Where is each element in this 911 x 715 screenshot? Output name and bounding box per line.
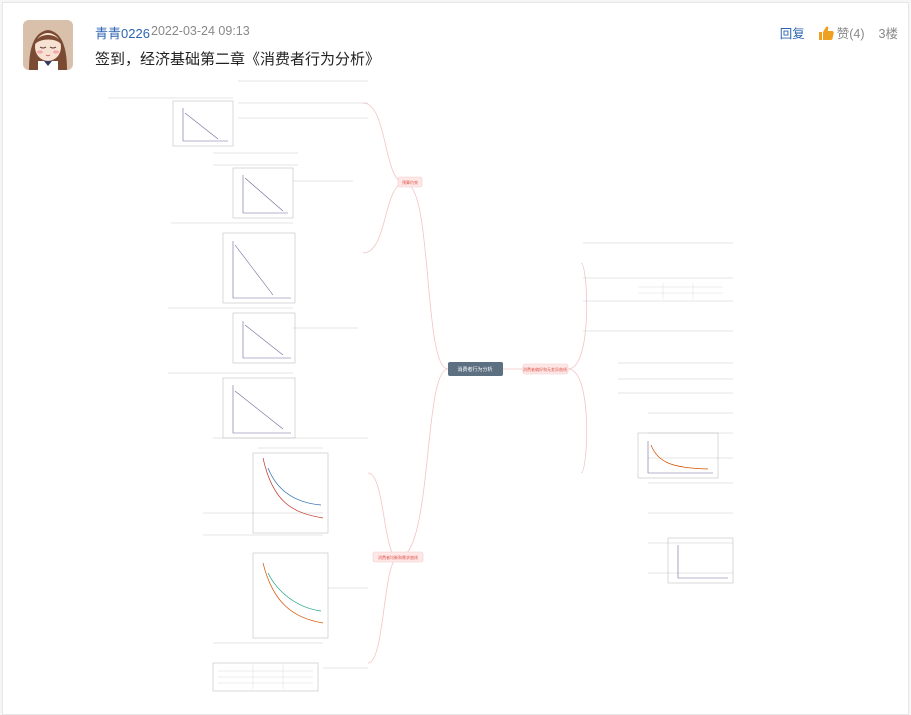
like-button[interactable]: 赞(4)	[818, 23, 865, 42]
reply-button[interactable]: 回复	[779, 27, 805, 41]
mind-map-branch-label: 消费者偏好和无差异曲线	[523, 366, 567, 372]
mind-map-root-label: 消费者行为分析	[457, 366, 492, 373]
mind-map-drawing: 消费者行为分析 消费者偏好和无差异曲线 预算约束 消费者均衡和需求曲线	[108, 80, 734, 692]
mind-map-branch-node	[522, 363, 569, 375]
post-content: 签到，经济基础第二章《消费者行为分析》	[95, 51, 381, 68]
post-timestamp: 2022-03-24 09:13	[151, 24, 250, 38]
username-link[interactable]: 青青0226	[95, 26, 150, 41]
like-count: 赞(4)	[836, 27, 865, 41]
user-avatar[interactable]	[23, 20, 73, 70]
mind-map-branch-node	[372, 551, 424, 563]
mind-map-image[interactable]: 消费者行为分析 消费者偏好和无差异曲线 预算约束 消费者均衡和需求曲线	[93, 73, 783, 693]
thumbs-up-icon	[818, 25, 834, 40]
mind-map-branch-node	[397, 176, 423, 188]
floor-number: 3楼	[878, 27, 898, 41]
mind-map-branch-label: 消费者均衡和需求曲线	[378, 554, 418, 560]
avatar-illustration	[23, 20, 73, 70]
post-actions: 回复 赞(4) 3楼	[780, 23, 898, 42]
mind-map-root-node	[448, 362, 503, 376]
mind-map-branch-label: 预算约束	[402, 179, 418, 185]
